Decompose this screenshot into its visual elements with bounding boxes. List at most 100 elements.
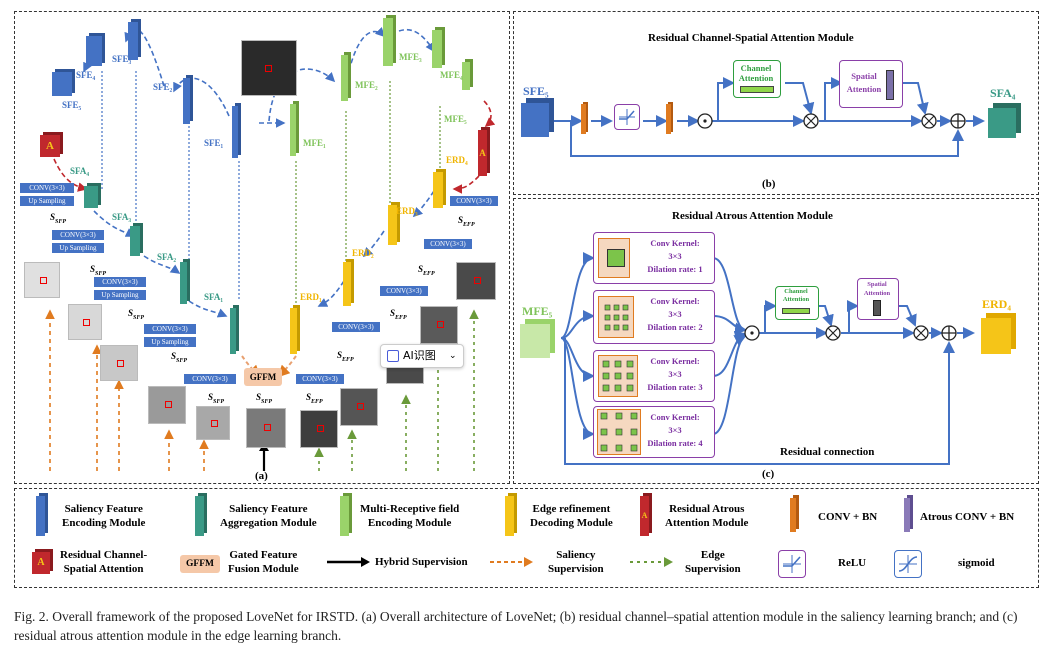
kernel-4-line1: Conv Kernel: xyxy=(650,412,700,422)
mfe2-label: MFE₂ xyxy=(355,80,378,90)
fused-output-thumb xyxy=(246,408,286,448)
spatial-attention-block-c xyxy=(873,300,881,316)
erd4-block xyxy=(433,172,443,208)
legend-convbn-label: CONV + BN xyxy=(818,511,878,523)
s-efp-label: SEFP xyxy=(390,308,407,321)
legend-rcsa-a-mark: A xyxy=(37,557,45,568)
legend-hybrid-label: Hybrid Supervision xyxy=(375,556,468,568)
kernel-2-line1: Conv Kernel: xyxy=(650,296,700,306)
s-sfp-label: SSFP xyxy=(90,264,107,277)
kernel-1-line1: Conv Kernel: xyxy=(650,238,700,248)
conv-box: CONV(3×3) xyxy=(380,286,428,296)
sfe5-input-label: SFE₅ xyxy=(523,84,549,98)
erd3-block xyxy=(388,205,397,245)
saliency-map-thumb xyxy=(196,406,230,440)
kernel-grid-2 xyxy=(598,296,634,338)
edge-map-thumb xyxy=(300,410,338,448)
legend-erd-label: Edge refinement Decoding Module xyxy=(530,503,613,529)
s-sfp-label: SSFP xyxy=(208,392,225,405)
erd3-label: ERD₃ xyxy=(396,206,418,216)
erd1-block xyxy=(290,308,297,354)
sfa4-block xyxy=(84,186,98,208)
kernel-grid-1 xyxy=(598,238,630,278)
legend-atrous-swatch xyxy=(904,498,910,532)
panel-b-flow xyxy=(553,77,985,157)
channel-attention-label: Channel Attention xyxy=(738,63,774,83)
sfa3-label: SFA₃ xyxy=(112,212,132,222)
conv-bn-block xyxy=(666,104,671,134)
mfe3-label: MFE₃ xyxy=(399,52,422,62)
legend-gffm-swatch: GFFM xyxy=(180,555,220,573)
panel-a-arrows xyxy=(45,26,496,471)
sfe1-block xyxy=(232,106,238,158)
sfe5-label: SFE₅ xyxy=(62,100,82,110)
legend-sfe-swatch xyxy=(36,496,45,536)
legend-saliency-label: Saliency Supervision xyxy=(548,549,604,575)
mfe5-input-label: MFE₅ xyxy=(522,304,553,318)
erd4-output-label: ERD₄ xyxy=(982,297,1011,311)
legend-saliency-arrow xyxy=(490,557,533,567)
rcsa-a-mark: A xyxy=(46,140,54,152)
kernel-grid-3 xyxy=(598,355,638,397)
kernel-4-line2: 3×3 xyxy=(668,425,682,435)
legend-hybrid-arrow xyxy=(327,557,370,567)
input-image xyxy=(241,40,297,96)
edge-map-thumb xyxy=(456,262,496,300)
chevron-down-icon: ⌄ xyxy=(449,351,457,361)
upsampling-box: Up Sampling xyxy=(94,290,146,300)
gffm-label: GFFM xyxy=(249,372,277,382)
channel-attention-box-c xyxy=(775,286,819,320)
conv-box: CONV(3×3) xyxy=(52,230,104,240)
conv-box: CONV(3×3) xyxy=(424,239,472,249)
conv-box: CONV(3×3) xyxy=(332,322,380,332)
legend-sigmoid-label: sigmoid xyxy=(958,557,995,569)
panel-b-title: Residual Channel-Spatial Attention Modul… xyxy=(648,32,854,44)
gffm-box: GFFM xyxy=(244,368,282,386)
legend-relu-label: ReLU xyxy=(838,557,867,569)
conv-box: CONV(3×3) xyxy=(94,277,146,287)
legend-mfe-label: Multi-Receptive field Encoding Module xyxy=(360,503,460,529)
legend-edge-label: Edge Supervision xyxy=(685,549,741,575)
erd4-label: ERD₄ xyxy=(446,155,468,165)
sfe5-cube xyxy=(521,103,549,137)
legend-raam-a-mark: A xyxy=(641,511,648,520)
conv-box: CONV(3×3) xyxy=(20,183,74,193)
kernel-2-line3: Dilation rate: 2 xyxy=(647,322,703,332)
sfa1-block xyxy=(230,308,236,354)
kernel-1-line3: Dilation rate: 1 xyxy=(647,264,703,274)
s-efp-label: SEFP xyxy=(458,215,475,228)
panel-c-flow xyxy=(560,252,975,465)
kernel-3-line1: Conv Kernel: xyxy=(650,356,700,366)
kernel-4-line3: Dilation rate: 4 xyxy=(647,438,703,448)
legend-gffm-tag: GFFM xyxy=(186,559,214,569)
legend-atrous-label: Atrous CONV + BN xyxy=(920,511,1015,523)
legend-edge-arrow xyxy=(630,557,673,567)
rcsa-block: A xyxy=(40,135,60,157)
sfe4-block xyxy=(86,36,102,66)
kernel-2-line2: 3×3 xyxy=(668,309,682,319)
panel-c-title: Residual Atrous Attention Module xyxy=(672,210,833,222)
kernel-grid-4 xyxy=(597,409,641,455)
ai-recognize-badge[interactable]: AI识图 ⌄ xyxy=(380,344,464,368)
panel-c-frame xyxy=(513,198,1039,484)
mfe3-block xyxy=(383,18,393,66)
legend-raam-label: Residual Atrous Attention Module xyxy=(665,503,749,529)
legend-raam-swatch: A xyxy=(640,496,649,536)
saliency-map-thumb xyxy=(148,386,186,424)
edge-map-thumb xyxy=(420,306,458,344)
mfe2-block xyxy=(341,55,348,101)
conv-box: CONV(3×3) xyxy=(184,374,236,384)
legend-sfe-label: Saliency Feature Encoding Module xyxy=(62,503,146,529)
mfe1-block xyxy=(290,104,296,156)
upsampling-box: Up Sampling xyxy=(144,337,196,347)
panel-a-label: (a) xyxy=(255,470,268,482)
panel-c-label: (c) xyxy=(762,468,775,480)
upsampling-box: Up Sampling xyxy=(52,243,104,253)
conv-box: CONV(3×3) xyxy=(450,196,498,206)
mfe4-label: MFE₄ xyxy=(440,70,463,80)
conv-bn-block xyxy=(581,104,586,134)
conv-box: CONV(3×3) xyxy=(144,324,196,334)
s-efp-label: SEFP xyxy=(337,350,354,363)
legend-rcsa-swatch: A xyxy=(32,552,50,574)
channel-attention-bar xyxy=(740,86,774,93)
